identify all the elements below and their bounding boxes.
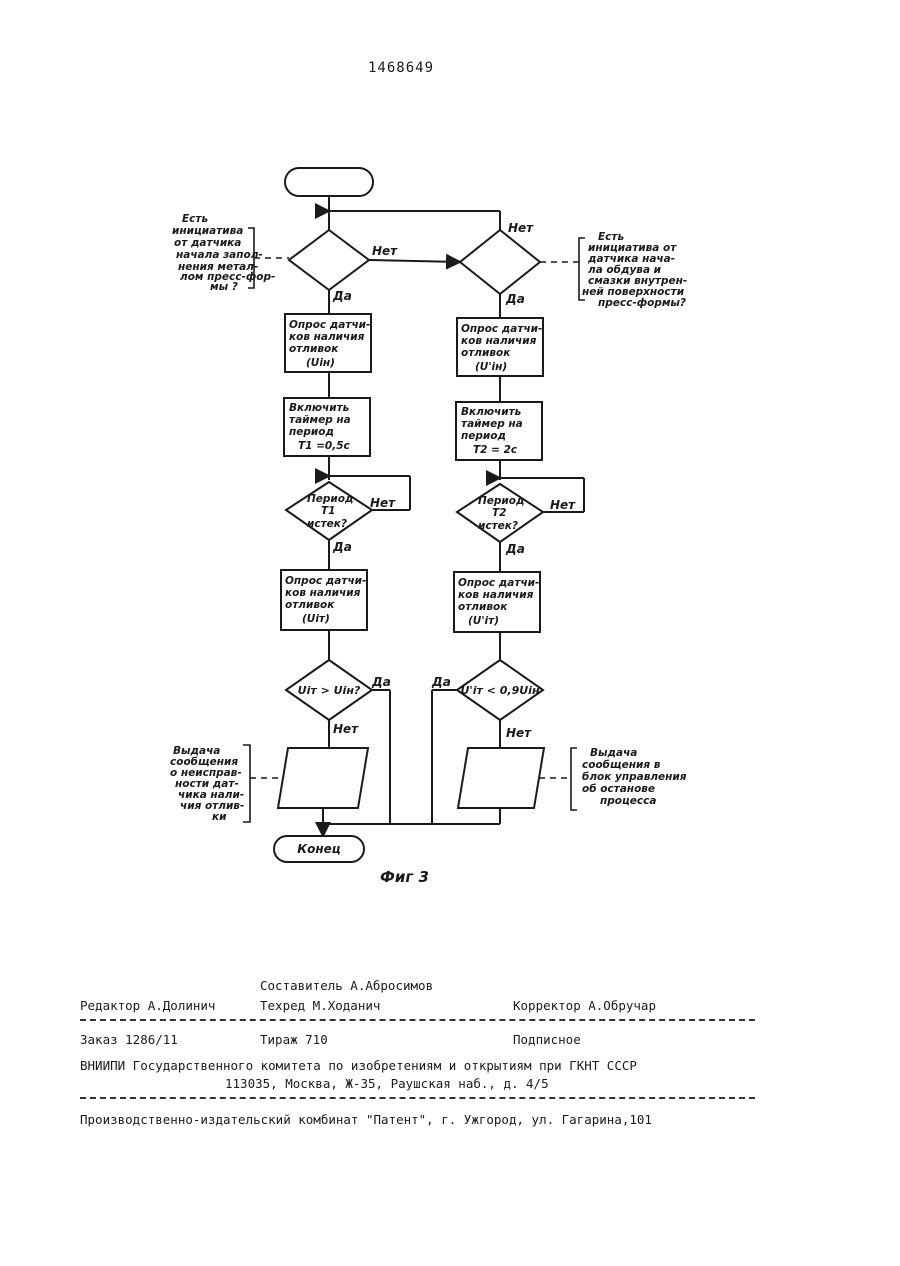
right-initiative-decision — [460, 230, 540, 294]
svg-text:Период: Период — [307, 493, 353, 505]
svg-text:период: период — [461, 430, 506, 442]
svg-text:T1: T1 — [321, 505, 335, 517]
svg-text:T1 =0,5c: T1 =0,5c — [298, 440, 351, 452]
rule-1 — [80, 1019, 755, 1021]
svg-text:таймер на: таймер на — [461, 418, 523, 430]
svg-text:сообщения в: сообщения в — [582, 759, 661, 771]
compiler: Составитель А.Абросимов — [260, 978, 433, 993]
label-no-2: Нет — [508, 221, 534, 235]
left-initiative-decision — [289, 230, 369, 290]
label-no-3: Нет — [370, 496, 396, 510]
svg-text:период: период — [289, 426, 334, 438]
svg-text:инициатива: инициатива — [172, 225, 243, 237]
start-terminal — [285, 168, 373, 196]
circulation: Тираж 710 — [260, 1032, 328, 1047]
right-check-note: Есть инициатива от датчика нача- ла обду… — [540, 231, 687, 309]
editor: Редактор А.Долинич — [80, 998, 215, 1013]
flowchart: Нет Нет Есть инициатива от датчика начал… — [0, 0, 900, 900]
left-check-note: Есть инициатива от датчика начала запол-… — [172, 213, 289, 293]
svg-text:Есть: Есть — [182, 213, 208, 225]
techred: Техред М.Ходанич — [260, 998, 380, 1013]
svg-text:истек?: истек? — [478, 520, 518, 532]
end-label: Конец — [297, 842, 340, 856]
svg-text:Период: Период — [478, 495, 524, 507]
svg-text:Опрос датчи-: Опрос датчи- — [289, 319, 370, 331]
order: Заказ 1286/11 — [80, 1032, 178, 1047]
svg-text:(U'iн): (U'iн) — [475, 361, 507, 373]
svg-text:U'iт < 0,9Uiн: U'iт < 0,9Uiн — [460, 684, 540, 697]
label-yes-6: Да — [431, 675, 451, 689]
right-output-block — [458, 748, 544, 808]
svg-text:Включить: Включить — [289, 402, 350, 414]
svg-text:Опрос датчи-: Опрос датчи- — [285, 575, 366, 587]
svg-text:(Uiт): (Uiт) — [302, 613, 330, 625]
svg-text:T2: T2 — [492, 507, 506, 519]
svg-text:отливок: отливок — [289, 343, 339, 355]
svg-text:Uiт > Uiн?: Uiт > Uiн? — [298, 684, 361, 697]
svg-text:отливок: отливок — [458, 601, 508, 613]
rule-2 — [80, 1097, 755, 1099]
svg-text:Опрос датчи-: Опрос датчи- — [461, 323, 542, 335]
svg-text:ков наличия: ков наличия — [461, 335, 537, 347]
svg-text:(Uiн): (Uiн) — [306, 357, 335, 369]
svg-text:ков наличия: ков наличия — [285, 587, 361, 599]
institute: ВНИИПИ Государственного комитета по изоб… — [80, 1058, 637, 1073]
svg-text:Выдача: Выдача — [590, 747, 637, 759]
label-no-6: Нет — [506, 726, 532, 740]
svg-text:процесса: процесса — [600, 795, 656, 807]
label-yes-3: Да — [332, 540, 352, 554]
figure-caption: Фиг 3 — [380, 868, 429, 886]
svg-text:от датчика: от датчика — [174, 237, 241, 249]
label-no-5: Нет — [333, 722, 359, 736]
label-no-1: Нет — [372, 244, 398, 258]
subscription: Подписное — [513, 1032, 581, 1047]
svg-text:таймер на: таймер на — [289, 414, 351, 426]
label-yes-5: Да — [371, 675, 391, 689]
svg-text:ков наличия: ков наличия — [289, 331, 365, 343]
svg-text:ков наличия: ков наличия — [458, 589, 534, 601]
right-output-note: Выдача сообщения в блок управления об ос… — [539, 747, 687, 810]
svg-text:ки: ки — [212, 811, 227, 823]
address: 113035, Москва, Ж-35, Раушская наб., д. … — [225, 1076, 549, 1091]
svg-text:блок управления: блок управления — [582, 771, 687, 783]
left-output-note: Выдача сообщения о неисправ- ности дат- … — [170, 745, 283, 823]
publisher: Производственно-издательский комбинат "П… — [80, 1112, 652, 1127]
svg-text:T2 = 2c: T2 = 2c — [473, 444, 518, 456]
label-yes-1: Да — [332, 289, 352, 303]
svg-text:начала запол-: начала запол- — [176, 249, 263, 261]
left-output-block — [278, 748, 368, 808]
corrector: Корректор А.Обручар — [513, 998, 656, 1013]
svg-text:мы ?: мы ? — [210, 281, 238, 293]
svg-text:Включить: Включить — [461, 406, 522, 418]
svg-text:пресс-формы?: пресс-формы? — [598, 297, 686, 309]
svg-text:(U'iт): (U'iт) — [468, 615, 499, 627]
label-no-4: Нет — [550, 498, 576, 512]
svg-text:Опрос датчи-: Опрос датчи- — [458, 577, 539, 589]
svg-text:об останове: об останове — [582, 783, 655, 795]
label-yes-4: Да — [505, 542, 525, 556]
svg-text:истек?: истек? — [307, 518, 347, 530]
svg-text:отливок: отливок — [461, 347, 511, 359]
svg-text:отливок: отливок — [285, 599, 335, 611]
label-yes-2: Да — [505, 292, 525, 306]
